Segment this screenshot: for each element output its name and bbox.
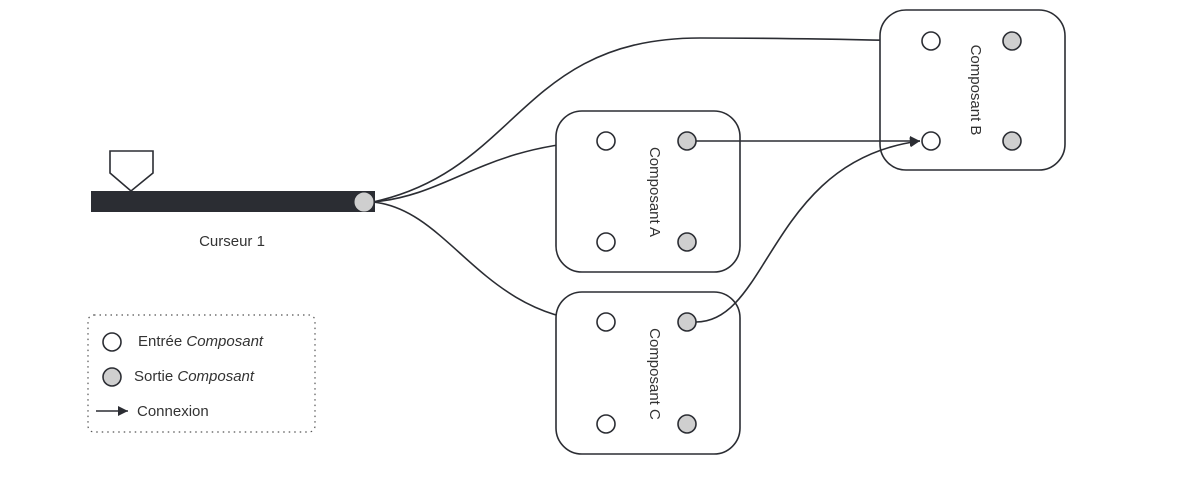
connection-cursor-to-b[interactable] [372, 35, 921, 203]
legend-output-icon [102, 367, 122, 387]
legend-input-icon [102, 332, 122, 352]
input-port[interactable] [921, 31, 941, 51]
cursor-track[interactable] [91, 191, 375, 212]
legend-connection-label: Connexion [137, 403, 209, 420]
component-c[interactable]: Composant C [555, 291, 741, 455]
legend-input-label: Entrée Composant [138, 333, 264, 350]
cursor-label: Curseur 1 [199, 233, 265, 250]
input-port[interactable] [596, 312, 616, 332]
cursor-1[interactable]: Curseur 1 [91, 150, 375, 250]
input-port[interactable] [596, 232, 616, 252]
legend-output-label: Sortie Composant [134, 368, 255, 385]
legend: Entrée Composant Sortie Composant Connex… [87, 314, 316, 433]
input-port[interactable] [596, 414, 616, 434]
connection-c-to-b[interactable] [695, 137, 921, 323]
output-port[interactable] [677, 131, 697, 151]
cursor-output-port[interactable] [354, 192, 374, 212]
output-port[interactable] [677, 232, 697, 252]
component-label: Composant A [646, 147, 663, 237]
output-port[interactable] [677, 312, 697, 332]
output-port[interactable] [1002, 131, 1022, 151]
component-a[interactable]: Composant A [555, 110, 741, 273]
input-port[interactable] [596, 131, 616, 151]
output-port[interactable] [1002, 31, 1022, 51]
output-port[interactable] [677, 414, 697, 434]
input-port[interactable] [921, 131, 941, 151]
cursor-handle[interactable] [109, 150, 154, 193]
component-label: Composant C [646, 328, 663, 420]
component-label: Composant B [967, 45, 984, 136]
component-b[interactable]: Composant B [879, 9, 1066, 171]
connection-cursor-to-c[interactable] [372, 201, 596, 327]
